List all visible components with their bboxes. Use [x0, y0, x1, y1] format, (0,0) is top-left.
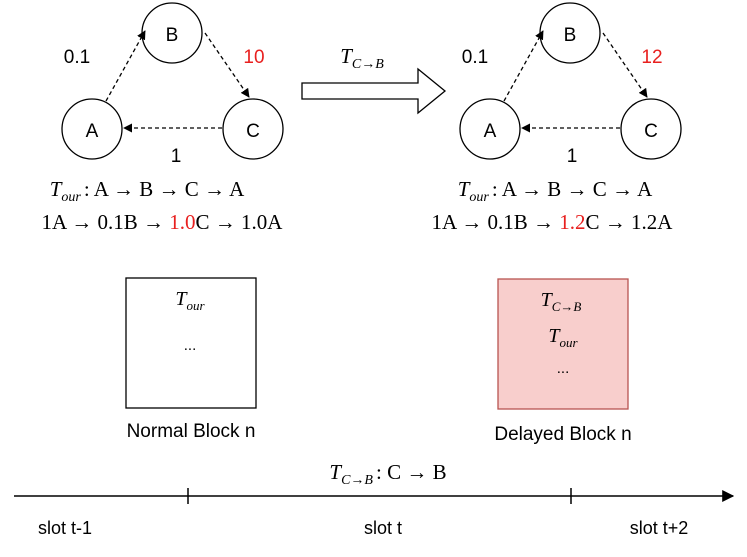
normal-block-ellipsis: ...: [184, 337, 197, 354]
right-weight-ab: 0.1: [462, 47, 488, 68]
timeline: TC→B: C → B slot t-1 slot t slot t+2: [14, 460, 735, 538]
delayed-block-box: [497, 278, 629, 410]
delayed-block-tx-our: Tour: [548, 325, 578, 350]
left-route-formula: Tour: A → B → C → A: [50, 177, 245, 205]
delayed-block-tx-cb: TC→B: [541, 289, 582, 314]
right-edge-a-b: [503, 30, 544, 102]
right-node-b-label: B: [564, 25, 577, 46]
left-graph: B A C 0.1 10 1 Tour: A → B → C → A 1A → …: [42, 2, 284, 234]
left-edge-b-c: [204, 32, 250, 98]
left-weight-ab: 0.1: [64, 47, 90, 68]
right-node-a-label: A: [484, 121, 497, 142]
left-edge-a-b: [105, 30, 146, 102]
right-node-c-label: C: [644, 121, 658, 142]
left-node-b-label: B: [166, 25, 179, 46]
right-edge-b-c: [602, 32, 648, 98]
timeline-tx-label: TC→B: C → B: [329, 460, 446, 488]
right-weight-bc: 12: [641, 47, 662, 68]
slot-label-t-minus-1: slot t-1: [38, 518, 92, 538]
slot-label-t-plus-2: slot t+2: [630, 518, 689, 538]
left-amount-formula: 1A → 0.1B → 1.0C → 1.0A: [42, 210, 284, 234]
left-node-c: C: [222, 98, 284, 160]
left-node-c-label: C: [246, 121, 260, 142]
right-node-a: A: [459, 98, 521, 160]
right-weight-ca: 1: [567, 146, 578, 167]
normal-block-tx-our: Tour: [175, 288, 205, 313]
delayed-block-ellipsis: ...: [557, 360, 570, 377]
left-weight-bc: 10: [243, 47, 264, 68]
right-amount-formula: 1A → 0.1B → 1.2C → 1.2A: [432, 210, 674, 234]
delayed-block-caption: Delayed Block n: [494, 424, 631, 445]
right-node-c: C: [620, 98, 682, 160]
right-graph: B A C 0.1 12 1 Tour: A → B → C → A 1A → …: [432, 2, 682, 234]
left-node-a-label: A: [86, 121, 99, 142]
transition-arrow: [301, 67, 447, 115]
right-route-formula: Tour: A → B → C → A: [458, 177, 653, 205]
normal-block-box: [125, 277, 257, 409]
transition-label: TC→B: [340, 44, 384, 72]
left-node-b: B: [141, 2, 203, 64]
delayed-block: TC→B Tour ... Delayed Block n: [494, 278, 632, 445]
slot-label-t: slot t: [364, 518, 402, 538]
left-weight-ca: 1: [171, 146, 182, 167]
right-node-b: B: [539, 2, 601, 64]
left-node-a: A: [61, 98, 123, 160]
normal-block-caption: Normal Block n: [127, 421, 256, 442]
normal-block: Tour ... Normal Block n: [125, 277, 257, 442]
transition: TC→B: [301, 44, 447, 115]
